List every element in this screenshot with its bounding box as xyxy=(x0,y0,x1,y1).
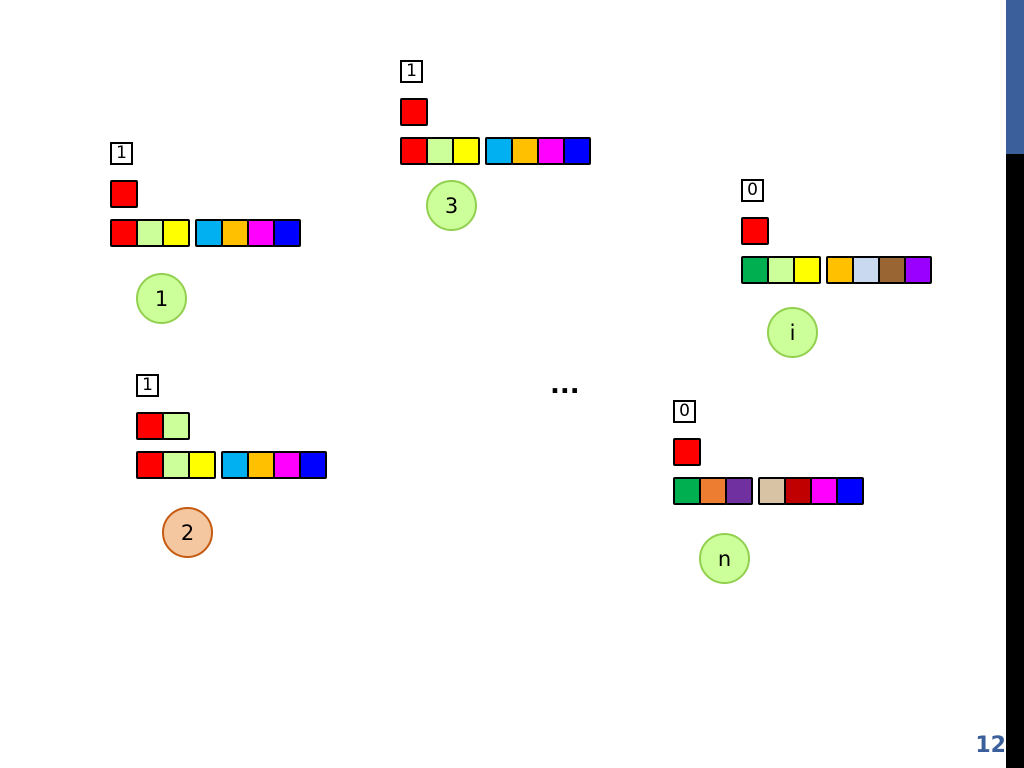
square-group xyxy=(110,219,190,247)
color-square xyxy=(221,219,249,247)
node-group-3: 1 3 xyxy=(400,60,640,260)
square-group xyxy=(485,137,591,165)
square-group xyxy=(826,256,932,284)
color-square xyxy=(136,451,164,479)
node-circle-3: 3 xyxy=(426,180,477,231)
color-square xyxy=(793,256,821,284)
color-square xyxy=(878,256,906,284)
color-square xyxy=(136,219,164,247)
vector-squares xyxy=(136,451,327,479)
color-square xyxy=(195,219,223,247)
color-square xyxy=(188,451,216,479)
ellipsis: ... xyxy=(550,370,580,400)
color-square xyxy=(767,256,795,284)
vector-squares xyxy=(110,219,301,247)
color-square xyxy=(400,98,428,126)
node-circle-i: i xyxy=(767,307,818,358)
node-bit: 1 xyxy=(136,374,159,397)
color-square xyxy=(110,180,138,208)
color-square xyxy=(162,451,190,479)
node-circle-1: 1 xyxy=(136,273,187,324)
color-square xyxy=(400,137,428,165)
color-square xyxy=(247,219,275,247)
color-square xyxy=(673,438,701,466)
color-square xyxy=(810,477,838,505)
color-square xyxy=(563,137,591,165)
node-circle-2: 2 xyxy=(162,507,213,558)
color-square xyxy=(725,477,753,505)
color-square xyxy=(299,451,327,479)
right-edge-bar xyxy=(1006,0,1024,768)
node-group-2: 1 2 xyxy=(136,374,376,574)
node-bit: 1 xyxy=(400,60,423,83)
query-squares xyxy=(110,180,138,208)
color-square xyxy=(537,137,565,165)
color-square xyxy=(426,137,454,165)
color-square xyxy=(741,217,769,245)
slide-number: 12 xyxy=(975,733,1006,758)
square-group xyxy=(400,137,480,165)
color-square xyxy=(110,219,138,247)
color-square xyxy=(136,412,164,440)
color-square xyxy=(511,137,539,165)
color-square xyxy=(852,256,880,284)
color-square xyxy=(758,477,786,505)
vector-squares xyxy=(400,137,591,165)
vector-squares xyxy=(741,256,932,284)
node-group-i: 0 i xyxy=(741,179,981,379)
node-bit: 1 xyxy=(110,142,133,165)
square-group xyxy=(741,256,821,284)
query-squares xyxy=(400,98,428,126)
query-squares xyxy=(136,412,190,440)
node-group-1: 1 1 xyxy=(110,142,350,342)
color-square xyxy=(826,256,854,284)
color-square xyxy=(247,451,275,479)
square-group xyxy=(195,219,301,247)
color-square xyxy=(162,219,190,247)
square-group xyxy=(673,477,753,505)
color-square xyxy=(162,412,190,440)
color-square xyxy=(273,451,301,479)
color-square xyxy=(904,256,932,284)
vector-squares xyxy=(673,477,864,505)
color-square xyxy=(836,477,864,505)
color-square xyxy=(673,477,701,505)
node-bit: 0 xyxy=(741,179,764,202)
node-bit: 0 xyxy=(673,400,696,423)
square-group xyxy=(221,451,327,479)
square-group xyxy=(758,477,864,505)
right-edge-accent xyxy=(1006,0,1024,154)
color-square xyxy=(452,137,480,165)
square-group xyxy=(136,451,216,479)
node-group-n: 0 n xyxy=(673,400,913,600)
color-square xyxy=(741,256,769,284)
query-squares xyxy=(741,217,769,245)
query-squares xyxy=(673,438,701,466)
color-square xyxy=(784,477,812,505)
color-square xyxy=(273,219,301,247)
color-square xyxy=(221,451,249,479)
color-square xyxy=(485,137,513,165)
node-circle-n: n xyxy=(699,533,750,584)
color-square xyxy=(699,477,727,505)
